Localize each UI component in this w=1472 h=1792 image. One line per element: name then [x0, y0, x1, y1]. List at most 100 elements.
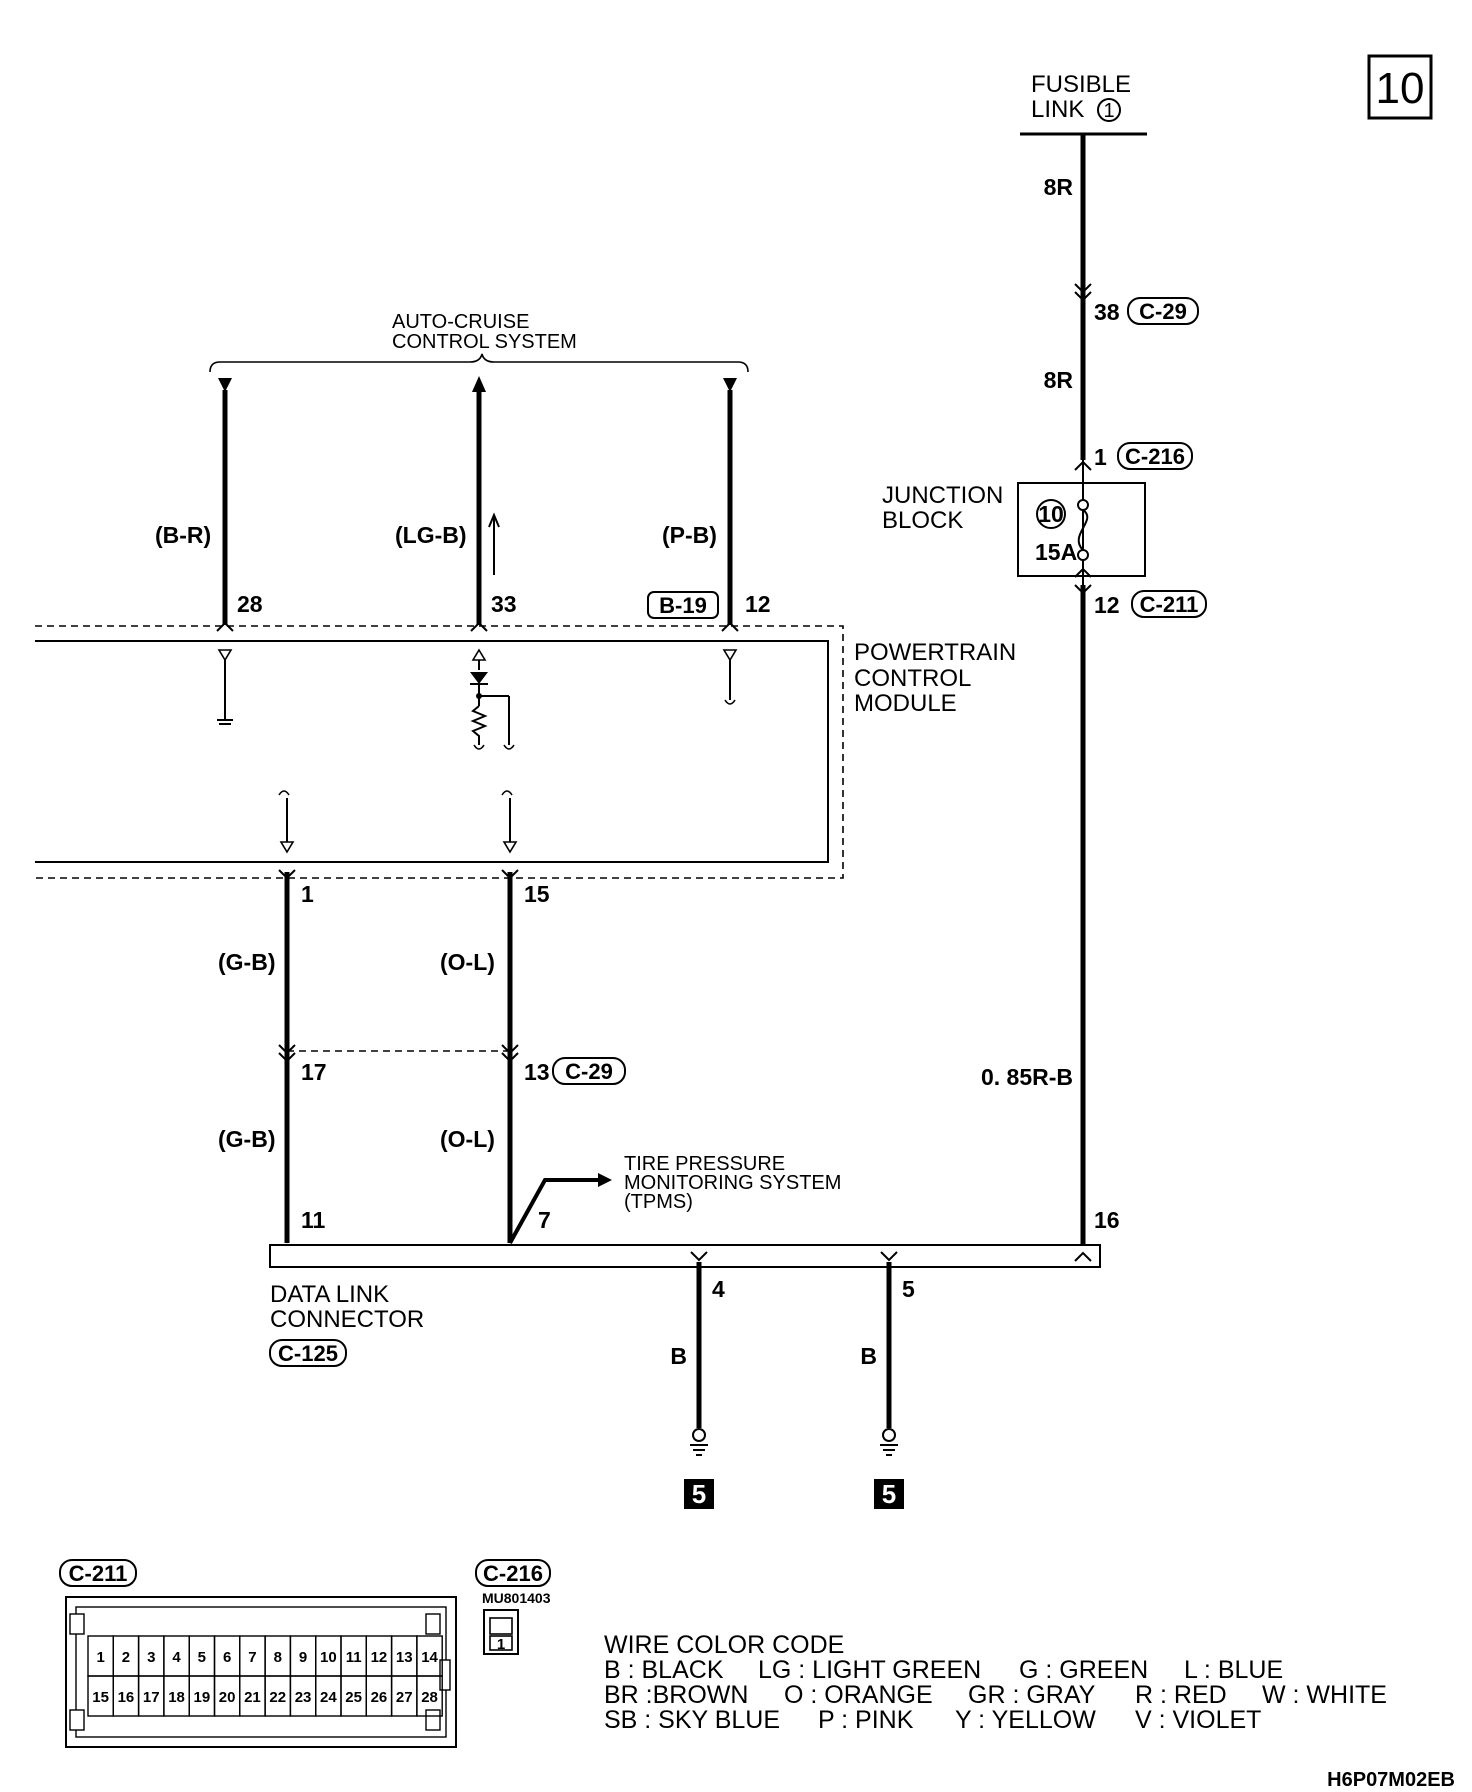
legend-row-3-col-3: Y : YELLOW: [955, 1706, 1096, 1734]
pin-11: 11: [301, 1207, 326, 1233]
pin-12-c211: 12: [1094, 592, 1120, 618]
pin-5: 5: [902, 1276, 915, 1302]
auto-cruise-bracket: AUTO-CRUISE CONTROL SYSTEM: [209, 311, 749, 373]
legend-row-2-col-5: W : WHITE: [1262, 1681, 1387, 1709]
c211-pin-label: 10: [320, 1649, 337, 1666]
fuse-rating: 15A: [1035, 539, 1077, 565]
c211-pin-label: 1: [96, 1649, 104, 1666]
svg-text:C-29: C-29: [565, 1059, 613, 1084]
legend-row-1-col-2: LG : LIGHT GREEN: [758, 1656, 981, 1684]
wire-color-lg-b: (LG-B): [395, 522, 467, 548]
wire-color-b-5: B: [860, 1343, 877, 1369]
pcm-label-2: CONTROL: [854, 665, 971, 692]
c216-connector-view: C-216 MU801403 1: [475, 1559, 551, 1655]
pcm-label-1: POWERTRAIN: [854, 639, 1016, 666]
junction-block: JUNCTION BLOCK 10 15A: [882, 482, 1146, 577]
pin-16: 16: [1094, 1207, 1120, 1233]
svg-text:5: 5: [882, 1479, 896, 1509]
c211-pin-label: 8: [274, 1649, 282, 1666]
c211-pin-label: 6: [223, 1649, 231, 1666]
c211-pin-label: 4: [172, 1649, 181, 1666]
c211-pin-label: 17: [143, 1689, 160, 1706]
c211-pin-cell: [416, 1675, 443, 1717]
figure-code: H6P07M02EB: [1327, 1769, 1455, 1791]
legend-row-2-col-4: R : RED: [1135, 1681, 1227, 1709]
ground-ref-5: 5: [874, 1479, 904, 1509]
c211-pin-label: 15: [92, 1689, 109, 1706]
c211-pin-label: 12: [371, 1649, 388, 1666]
pin-38: 38: [1094, 299, 1120, 325]
c211-pin-label: 28: [421, 1689, 438, 1706]
junction-block-label-2: BLOCK: [882, 507, 963, 534]
pin-1: 1: [301, 881, 314, 907]
wire-1-to-11: [278, 869, 296, 1254]
c211-pin-label: 19: [194, 1689, 211, 1706]
dlc-label-2: CONNECTOR: [270, 1306, 424, 1333]
pin-1-c216: 1: [1094, 444, 1107, 470]
legend-row-1-col-1: B : BLACK: [604, 1656, 724, 1684]
c216-part-number: MU801403: [482, 1590, 551, 1606]
pin-13: 13: [524, 1059, 550, 1085]
svg-text:C-125: C-125: [278, 1341, 338, 1366]
connector-code-c29-low: C-29: [552, 1057, 626, 1085]
wire-12: [721, 378, 739, 632]
legend-row-2-col-2: O : ORANGE: [784, 1681, 933, 1709]
wire-33: [470, 376, 500, 632]
wire-color-legend: WIRE COLOR CODE B : BLACK LG : LIGHT GRE…: [604, 1631, 1387, 1734]
fusible-link-number: 1: [1103, 100, 1114, 122]
tpms-label-1: TIRE PRESSURE: [624, 1153, 785, 1175]
wire-color-o-l-upper: (O-L): [440, 949, 495, 975]
tpms-label-3: (TPMS): [624, 1191, 693, 1213]
legend-row-1-col-4: L : BLUE: [1184, 1656, 1283, 1684]
dlc-connector-code: C-125: [269, 1339, 347, 1367]
ground-ref-4: 5: [684, 1479, 714, 1509]
c211-pin-label: 25: [345, 1689, 362, 1706]
tpms-label-2: MONITORING SYSTEM: [624, 1172, 841, 1194]
wire-color-g-b-upper: (G-B): [218, 949, 275, 975]
c211-pin-label: 5: [198, 1649, 206, 1666]
legend-row-1-col-3: G : GREEN: [1019, 1656, 1148, 1684]
wire-color-r-b: 0. 85R-B: [981, 1064, 1073, 1090]
ground-wire-5: [880, 1262, 898, 1456]
wire-28: [216, 378, 234, 632]
legend-row-3-col-1: SB : SKY BLUE: [604, 1706, 780, 1734]
pcm-label-3: MODULE: [854, 690, 957, 717]
legend-row-3-col-2: P : PINK: [818, 1706, 914, 1734]
connector-code-c29-top: C-29: [1127, 297, 1199, 325]
svg-text:C-216: C-216: [1125, 444, 1185, 469]
c211-pin-label: 22: [269, 1689, 286, 1706]
c211-pin-label: 18: [168, 1689, 185, 1706]
fuse-number: 10: [1038, 501, 1064, 527]
auto-cruise-label-1: AUTO-CRUISE: [392, 311, 529, 333]
pin-12-b19: 12: [745, 591, 771, 617]
c211-pin-label: 9: [299, 1649, 307, 1666]
wire-color-b-r: (B-R): [155, 522, 211, 548]
legend-row-3-col-4: V : VIOLET: [1135, 1706, 1261, 1734]
c211-pin-label: 14: [421, 1649, 438, 1666]
pin-4: 4: [712, 1276, 725, 1302]
c211-pin-label: 7: [248, 1649, 256, 1666]
c216-view-code: C-216: [483, 1561, 543, 1586]
pin-15: 15: [524, 881, 550, 907]
tpms-branch: TIRE PRESSURE MONITORING SYSTEM (TPMS): [508, 1153, 841, 1244]
legend-row-2-col-3: GR : GRAY: [968, 1681, 1096, 1709]
c211-view-code: C-211: [69, 1561, 128, 1586]
fusible-link-label-2: LINK: [1031, 96, 1084, 123]
wire-color-o-l-lower: (O-L): [440, 1126, 495, 1152]
wire-color-b-4: B: [670, 1343, 687, 1369]
fusible-link: FUSIBLE LINK 1: [1020, 71, 1147, 136]
svg-text:C-29: C-29: [1139, 299, 1187, 324]
connector-code-b19: B-19: [647, 591, 719, 619]
page-number-box: 10: [1367, 54, 1433, 120]
c216-pin-1: 1: [497, 1636, 505, 1653]
legend-row-2-col-1: BR :BROWN: [604, 1681, 748, 1709]
c211-pin-label: 23: [295, 1689, 312, 1706]
page-number: 10: [1376, 64, 1425, 113]
auto-cruise-label-2: CONTROL SYSTEM: [392, 331, 577, 353]
dlc-label-1: DATA LINK: [270, 1281, 389, 1308]
wire-color-8r-top: 8R: [1044, 174, 1074, 200]
junction-block-label-1: JUNCTION: [882, 482, 1003, 509]
svg-text:B-19: B-19: [659, 593, 707, 618]
connector-code-c211: C-211: [1131, 590, 1207, 618]
